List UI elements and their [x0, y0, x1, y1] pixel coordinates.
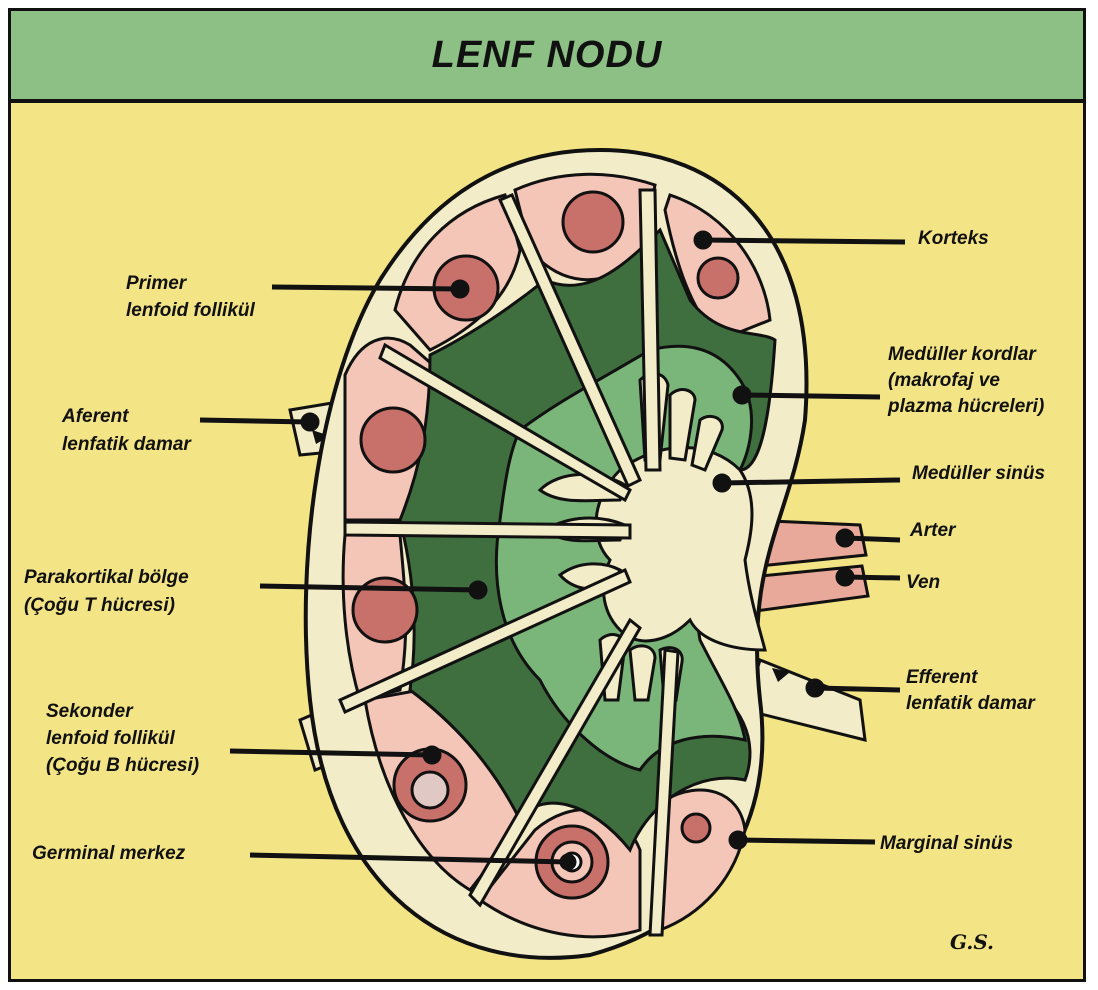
label-korteks: Korteks: [918, 227, 989, 251]
label-efferent-line2: lenfatik damar: [906, 692, 1035, 716]
label-parakortikal-line2: (Çoğu T hücresi): [24, 594, 175, 618]
signature: G.S.: [950, 930, 994, 954]
medullary-sinus-region: [596, 448, 765, 651]
label-ven: Ven: [906, 571, 940, 595]
label-medcord-line1: Medüller kordlar: [888, 343, 1036, 367]
label-primer-line1: Primer: [126, 272, 186, 296]
label-parakortikal-line1: Parakortikal bölge: [24, 566, 189, 590]
label-aferent-line1: Aferent: [62, 405, 129, 429]
label-sekonder-line1: Sekonder: [46, 700, 133, 724]
label-sekonder-line3: (Çoğu B hücresi): [46, 754, 199, 778]
label-medullary-sinus: Medüller sinüs: [912, 462, 1045, 486]
primary-follicle-2: [563, 192, 623, 252]
label-efferent-line1: Efferent: [906, 666, 977, 690]
primary-follicle-4: [361, 408, 425, 472]
primary-follicle-6: [682, 814, 710, 842]
label-primer-line2: lenfoid follikül: [126, 299, 255, 323]
label-arter: Arter: [910, 519, 955, 543]
label-germinal: Germinal merkez: [32, 842, 185, 866]
label-sekonder-line2: lenfoid follikül: [46, 727, 175, 751]
primary-follicle-3: [698, 258, 738, 298]
label-medcord-line3: plazma hücreleri): [888, 395, 1044, 419]
label-marginal: Marginal sinüs: [880, 832, 1013, 856]
label-aferent-line2: lenfatik damar: [62, 433, 191, 457]
label-medcord-line2: (makrofaj ve: [888, 369, 1000, 393]
